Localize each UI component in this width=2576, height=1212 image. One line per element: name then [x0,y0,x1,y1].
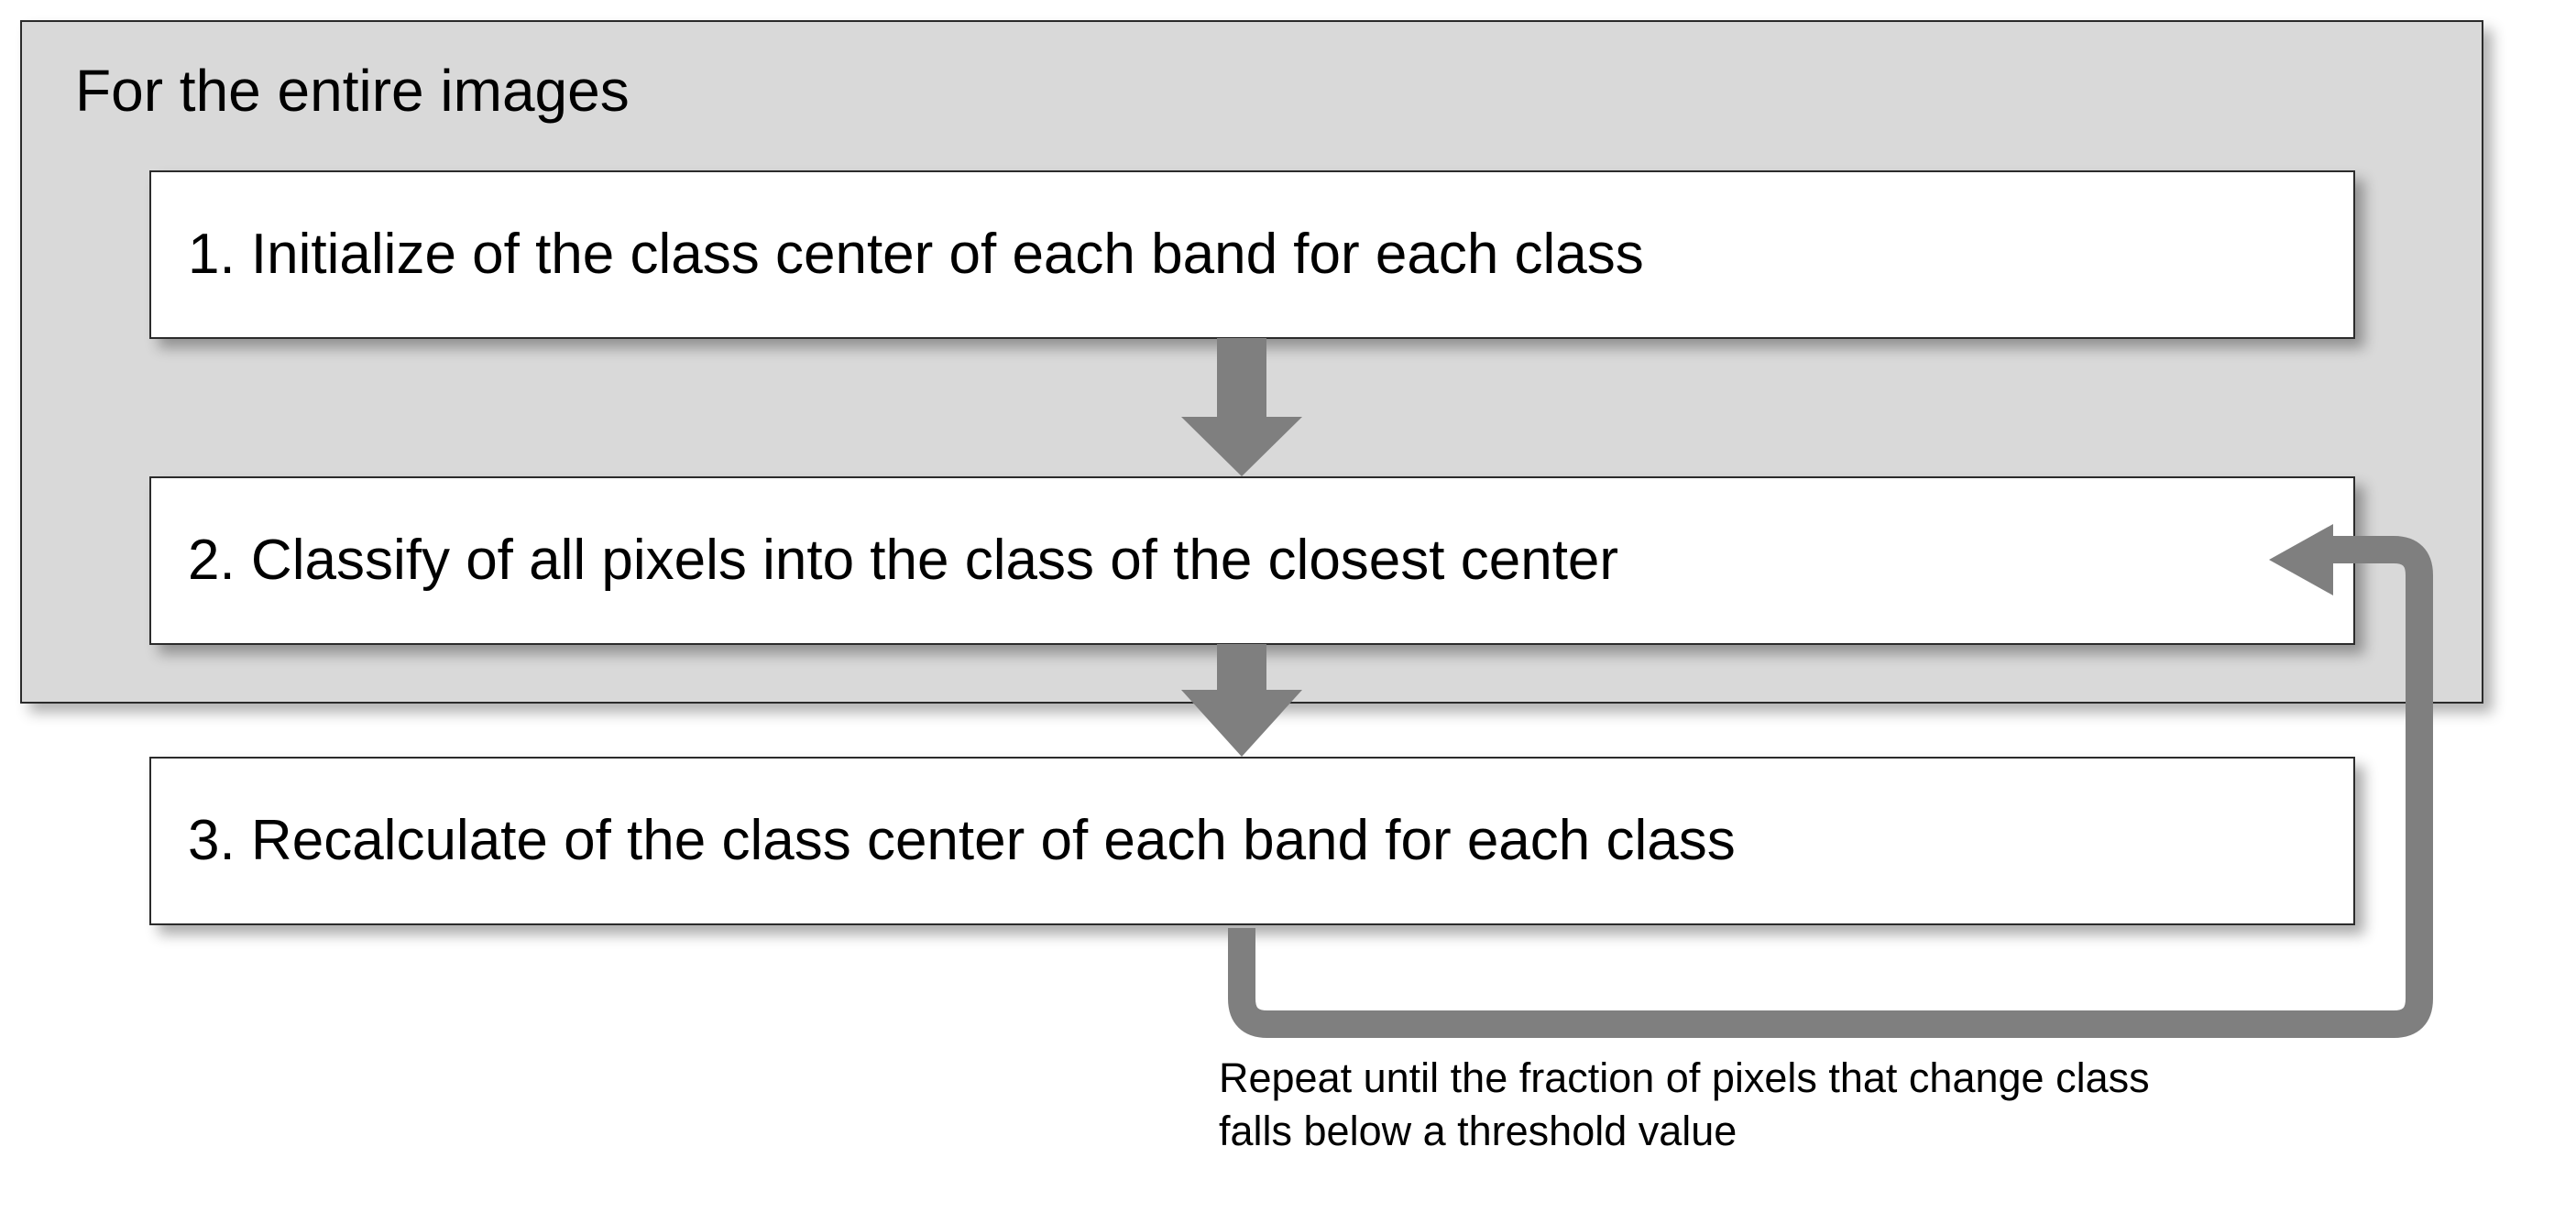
step-3-label: 3. Recalculate of the class center of ea… [188,808,1736,872]
step-1-label: 1. Initialize of the class center of eac… [188,222,1644,286]
feedback-caption-line-1: Repeat until the fraction of pixels that… [1219,1054,2150,1101]
step-box-1-initialize[interactable]: 1. Initialize of the class center of eac… [149,170,2355,339]
group-panel-title: For the entire images [75,58,630,124]
feedback-caption-line-2: falls below a threshold value [1219,1107,1737,1154]
feedback-caption: Repeat until the fraction of pixels that… [1219,1052,2566,1157]
step-box-3-recalculate[interactable]: 3. Recalculate of the class center of ea… [149,757,2355,925]
step-2-label: 2. Classify of all pixels into the class… [188,528,1619,592]
step-box-2-classify[interactable]: 2. Classify of all pixels into the class… [149,476,2355,645]
